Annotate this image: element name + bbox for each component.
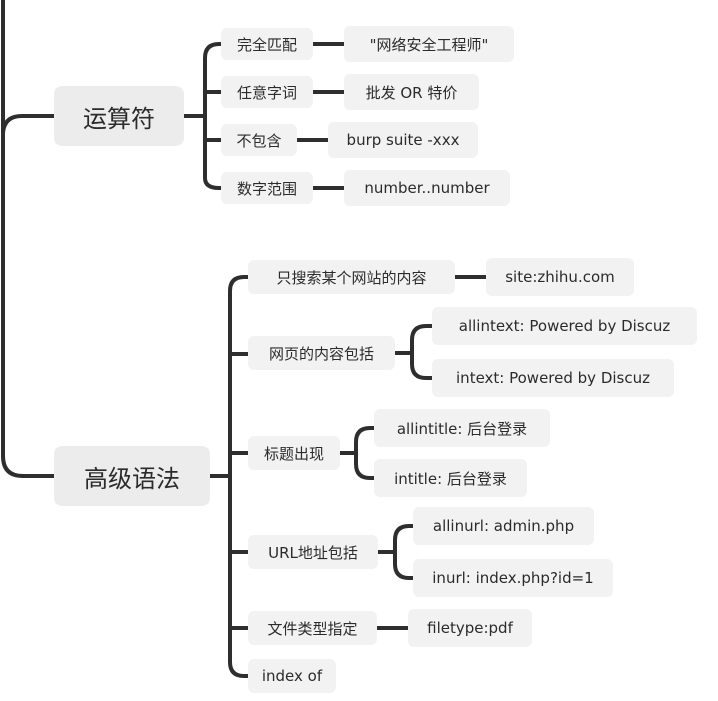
branch-advanced-syntax[interactable]: 高级语法: [54, 446, 210, 506]
operator-any-word[interactable]: 任意字词: [221, 76, 313, 108]
operator-exclude-value[interactable]: burp suite -xxx: [328, 122, 478, 158]
syntax-site-value[interactable]: site:zhihu.com: [486, 258, 634, 296]
operator-number-range[interactable]: 数字范围: [221, 172, 313, 204]
branch-operators[interactable]: 运算符: [54, 86, 184, 146]
syntax-allinurl-value[interactable]: allinurl: admin.php: [413, 507, 594, 545]
operator-number-range-value[interactable]: number..number: [344, 170, 510, 206]
operator-exact-match[interactable]: 完全匹配: [221, 28, 313, 60]
trunk-line-advanced: [1, 0, 56, 478]
syntax-site[interactable]: 只搜索某个网站的内容: [248, 260, 455, 294]
syntax-filetype-value[interactable]: filetype:pdf: [408, 609, 532, 647]
syntax-allintitle-value[interactable]: allintitle: 后台登录: [374, 409, 550, 447]
syntax-intitle[interactable]: 标题出现: [248, 436, 340, 470]
operator-exclude[interactable]: 不包含: [221, 124, 297, 156]
syntax-intext-value[interactable]: intext: Powered by Discuz: [432, 359, 674, 397]
trunk-branch-operators: [1, 114, 56, 137]
syntax-index-of[interactable]: index of: [248, 659, 336, 693]
syntax-intext[interactable]: 网页的内容包括: [248, 336, 395, 370]
syntax-intitle-value[interactable]: intitle: 后台登录: [374, 459, 527, 497]
syntax-inurl-value[interactable]: inurl: index.php?id=1: [413, 559, 613, 597]
operator-exact-match-value[interactable]: "网络安全工程师": [344, 26, 514, 62]
operator-any-word-value[interactable]: 批发 OR 特价: [344, 74, 479, 110]
syntax-filetype[interactable]: 文件类型指定: [248, 611, 377, 645]
syntax-allintext-value[interactable]: allintext: Powered by Discuz: [432, 307, 697, 345]
syntax-inurl[interactable]: URL地址包括: [248, 535, 378, 569]
